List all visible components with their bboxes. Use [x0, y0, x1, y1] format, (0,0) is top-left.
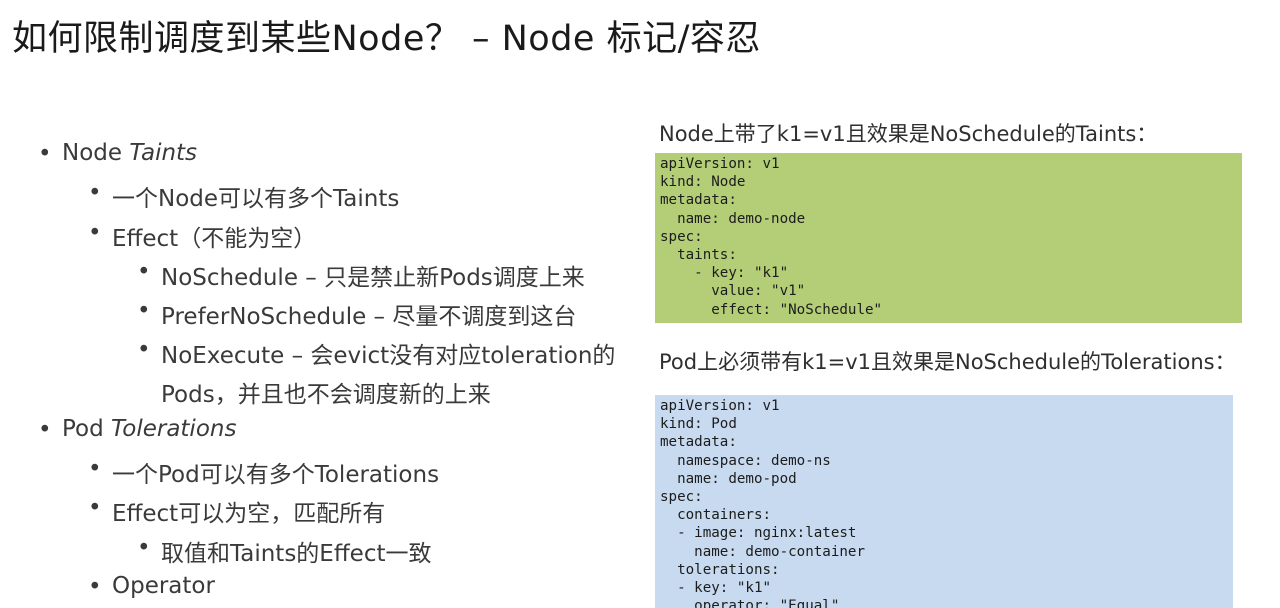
pod-tol-prefix: Pod [62, 416, 112, 442]
pod-tol-italic: Tolerations [111, 416, 237, 442]
noexecute-continuation: Pods，并且也不会调度新的上来 [161, 375, 491, 409]
bullet-tol-effect: • Effect可以为空，匹配所有 [88, 494, 386, 528]
bullet-dot: • [38, 141, 52, 167]
bullet-dot: • [137, 259, 151, 285]
bullet-tol-multi: • 一个Pod可以有多个Tolerations [88, 455, 440, 489]
pod-tolerations-caption: Pod上必须带有k1=v1且效果是NoSchedule的Tolerations： [659, 350, 1236, 374]
tol-multi-text: 一个Pod可以有多个Tolerations [112, 462, 440, 488]
bullet-dot: • [38, 417, 52, 443]
bullet-operator: • Operator [88, 573, 215, 600]
bullet-taints-effect: • Effect（不能为空） [88, 219, 317, 253]
bullet-taints-multi: • 一个Node可以有多个Taints [88, 179, 400, 213]
bullet-pod-tolerations: • Pod Tolerations [38, 416, 237, 443]
prefer-text: PreferNoSchedule – 尽量不调度到这台 [161, 304, 577, 330]
bullet-node-taints: • Node Taints [38, 140, 198, 167]
noschedule-text: NoSchedule – 只是禁止新Pods调度上来 [161, 265, 585, 291]
node-yaml-block: apiVersion: v1 kind: Node metadata: name… [655, 153, 1242, 323]
tol-value-text: 取值和Taints的Effect一致 [161, 541, 432, 567]
bullet-noexecute: • NoExecute – 会evict没有对应toleration的 [137, 336, 616, 370]
bullet-dot: • [137, 535, 151, 561]
pod-yaml-block: apiVersion: v1 kind: Pod metadata: names… [655, 395, 1233, 608]
bullet-dot: • [88, 220, 102, 246]
bullet-dot: • [88, 495, 102, 521]
node-taints-italic: Taints [129, 140, 198, 166]
operator-text: Operator [112, 573, 215, 599]
node-taints-caption: Node上带了k1=v1且效果是NoSchedule的Taints： [659, 122, 1158, 146]
bullet-dot: • [137, 337, 151, 363]
bullet-noschedule: • NoSchedule – 只是禁止新Pods调度上来 [137, 258, 585, 292]
node-taints-prefix: Node [62, 140, 130, 166]
noexecute-text-2: Pods，并且也不会调度新的上来 [161, 382, 491, 408]
noexecute-text: NoExecute – 会evict没有对应toleration的 [161, 343, 616, 369]
slide-title: 如何限制调度到某些Node？ – Node 标记/容忍 [12, 19, 761, 59]
bullet-dot: • [137, 298, 151, 324]
bullet-list: • Node Taints • 一个Node可以有多个Taints • Effe… [38, 140, 616, 600]
bullet-tol-value: • 取值和Taints的Effect一致 [137, 534, 432, 568]
bullet-dot: • [88, 180, 102, 206]
tol-effect-text: Effect可以为空，匹配所有 [112, 501, 386, 527]
taints-multi-text: 一个Node可以有多个Taints [112, 186, 400, 212]
bullet-dot: • [88, 456, 102, 482]
taints-effect-text: Effect（不能为空） [112, 226, 317, 252]
bullet-dot: • [88, 574, 102, 600]
bullet-prefernoschedule: • PreferNoSchedule – 尽量不调度到这台 [137, 297, 577, 331]
